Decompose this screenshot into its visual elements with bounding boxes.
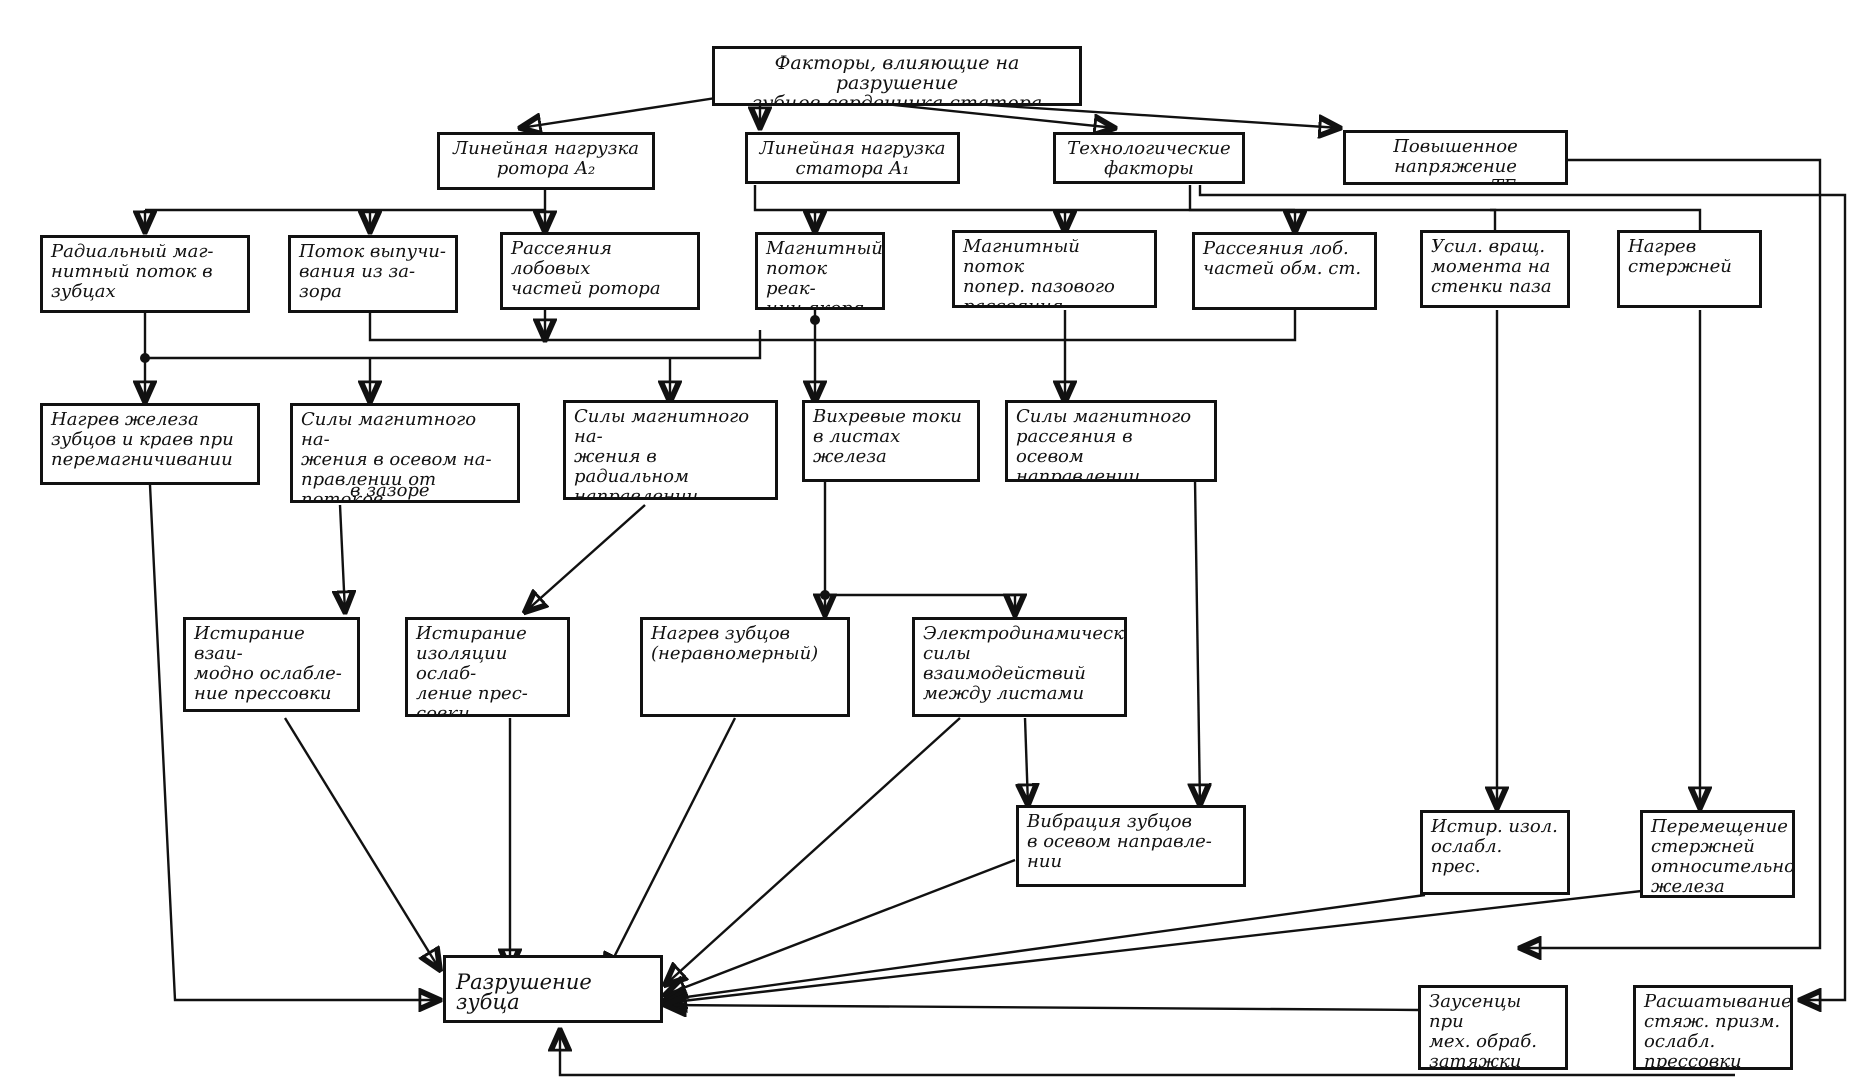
link-eddy-split	[823, 480, 1015, 597]
node-bus-voltage: Повышенное напряжение на шинах ТГ	[1343, 130, 1568, 185]
node-tooth-heating: Нагрев зубцов (неравномерный)	[640, 617, 850, 717]
link-wear1-failure	[283, 717, 440, 970]
node-stator-leakage: Рассеяния лоб. частей обм. ст.	[1192, 232, 1377, 310]
link-heat-failure	[605, 717, 737, 975]
link-tech-right	[1198, 185, 1847, 1000]
node-bar-heating: Нагрев стержней	[1617, 230, 1762, 308]
node-wear-weakening: Истирание взаи- модно ослабле- ние пресс…	[183, 617, 360, 712]
link-vibration-failure	[665, 858, 1016, 995]
link-barshift-failure	[665, 888, 1651, 1003]
link-iron-failure	[148, 484, 440, 1000]
link-tech-bar	[1490, 208, 1702, 232]
node-force-axial: Силы магнитного на- жения в осевом на- п…	[290, 403, 520, 503]
link-electro-failure	[665, 717, 961, 985]
link-axial-wear	[340, 504, 345, 612]
link-loosening-failure	[560, 1030, 1735, 1077]
root-node: Факторы, влияющие на разрушение зубцов с…	[712, 46, 1082, 106]
collector-bus	[368, 310, 1297, 342]
node-force-radial: Силы магнитного на- жения в радиальном н…	[563, 400, 778, 500]
node-yoke-flux: Магнитный поток реак- ции якоря	[755, 232, 885, 310]
link-bus-right	[1520, 158, 1822, 948]
node-gap-flux: Поток выпучи- вания из за- зора	[288, 235, 458, 313]
link-radial-wear	[525, 504, 646, 612]
node-stator-load: Линейная нагрузка статора A₁	[745, 132, 960, 184]
node-tech-factors: Технологические факторы	[1053, 132, 1245, 184]
node-wear-press: Истирание изоляции ослаб- ление прес- со…	[405, 617, 570, 717]
node-vibration: Вибрация зубцов в осевом направле- нии	[1016, 805, 1246, 887]
link-insulation-failure	[665, 893, 1426, 1000]
node-burrs: Заусенцы при мех. обраб. затяжки	[1418, 985, 1568, 1070]
collector-main	[145, 330, 762, 360]
node-insulation: Истир. изол. ослабл. прес.	[1420, 810, 1570, 895]
link-burrs-failure	[665, 1005, 1421, 1010]
note-slot: в зазоре	[350, 480, 430, 501]
node-failure: Разрушение зубца	[443, 955, 663, 1023]
node-iron-heating: Нагрев железа зубцов и краев при перемаг…	[40, 403, 260, 485]
node-radial-flux: Радиальный маг- нитный поток в зубцах	[40, 235, 250, 313]
link-stator-level2	[753, 185, 810, 212]
node-rotor-leakage: Рассеяния лобовых частей ротора	[500, 232, 700, 310]
link-scatter-vibration	[1195, 479, 1200, 805]
link-tech-moment	[1188, 185, 1497, 232]
node-slot-flux: Магнитный поток попер. пазового рассеяни…	[952, 230, 1157, 308]
node-force-scatter: Силы магнитного рассеяния в осевом напра…	[1005, 400, 1217, 482]
node-loosening: Расшатывание стяж. призм. ослабл. прессо…	[1633, 985, 1793, 1070]
link-electro-vibration	[1025, 717, 1028, 805]
node-bar-shift: Перемещение стержней относительно железа	[1640, 810, 1795, 898]
node-rotor-load: Линейная нагрузка ротора A₂	[437, 132, 655, 190]
node-electrodynamic: Электродинамические силы взаимодействий …	[912, 617, 1127, 717]
node-eddy: Вихревые токи в листах железа	[802, 400, 980, 482]
node-moment: Усил. вращ. момента на стенки паза	[1420, 230, 1570, 308]
